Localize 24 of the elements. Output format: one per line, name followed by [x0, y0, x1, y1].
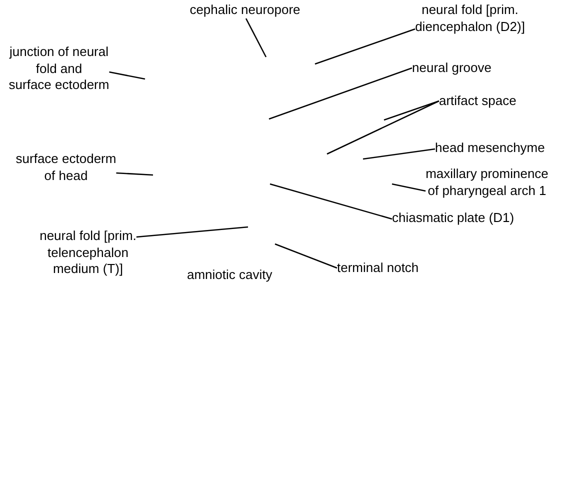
region-label: amniotic cavity — [187, 267, 272, 284]
structure-label: artifact space — [439, 93, 516, 110]
leader-line — [274, 243, 338, 269]
leader-line — [109, 71, 146, 80]
structure-label: chiasmatic plate (D1) — [392, 210, 514, 226]
structure-label: surface ectoderm of head — [16, 151, 116, 184]
structure-label: neural fold [prim. diencephalon (D2)] — [415, 2, 525, 35]
leader-line — [326, 100, 440, 155]
structure-label: head mesenchyme — [435, 140, 545, 156]
structure-label: neural groove — [412, 60, 492, 76]
leader-line — [116, 172, 154, 176]
leader-line — [268, 67, 412, 120]
structure-label: maxillary prominence of pharyngeal arch 1 — [426, 166, 548, 199]
leader-line — [362, 148, 436, 160]
structure-label: neural fold [prim. telencephalon medium (T)] — [40, 228, 136, 278]
structure-label: cephalic neuropore — [190, 2, 300, 18]
leader-line — [384, 100, 440, 121]
leader-line — [392, 183, 426, 192]
leader-line — [270, 183, 392, 220]
leader-line — [136, 226, 248, 238]
leader-line — [245, 18, 267, 58]
leader-line — [314, 28, 416, 65]
structure-label: terminal notch — [337, 260, 419, 276]
structure-label: junction of neural fold and surface ectoderm — [8, 44, 110, 94]
